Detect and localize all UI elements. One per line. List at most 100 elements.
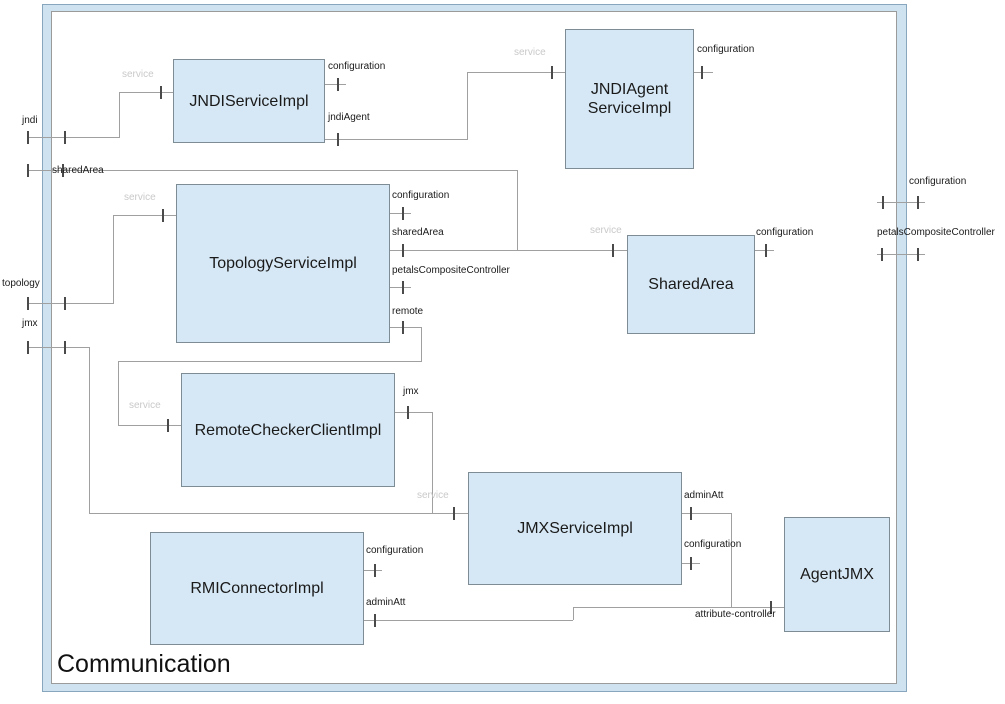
port-stub-configuration	[755, 250, 774, 251]
wire-adminatt	[731, 513, 732, 608]
component-label: AgentJMX	[800, 566, 874, 583]
port-tick	[374, 614, 376, 627]
external-port-label-jndi: jndi	[22, 115, 38, 126]
component-jndiserviceimpl[interactable]: JNDIServiceImpl	[173, 59, 325, 143]
wire-sharedarea	[390, 250, 627, 251]
port-tick	[770, 601, 772, 614]
wire-remote	[390, 327, 421, 328]
component-rmiconnectorimpl[interactable]: RMIConnectorImpl	[150, 532, 364, 645]
port-label-configuration: configuration	[366, 545, 424, 556]
external-port-label-configuration: configuration	[909, 176, 967, 187]
wire-jndi	[119, 92, 173, 93]
component-remotecheckerclientimpl[interactable]: RemoteCheckerClientImpl	[181, 373, 395, 487]
port-tick	[407, 406, 409, 419]
port-label-service: service	[124, 192, 156, 203]
component-agentjmx[interactable]: AgentJMX	[784, 517, 890, 632]
port-tick	[402, 207, 404, 220]
port-tick	[337, 133, 339, 146]
wire-topology	[27, 303, 113, 304]
external-port-label-topology: topology	[2, 278, 40, 289]
port-label-service: service	[122, 69, 154, 80]
port-tick	[612, 244, 614, 257]
port-tick	[64, 131, 66, 144]
wire-remote	[118, 361, 119, 426]
wire-sharedarea	[27, 170, 517, 171]
port-tick	[917, 248, 919, 261]
port-label-service: service	[514, 47, 546, 58]
component-label: RemoteCheckerClientImpl	[194, 421, 382, 439]
wire-jmx	[27, 347, 89, 348]
component-sharedarea[interactable]: SharedArea	[627, 235, 755, 334]
port-stub-petalscompositecontroller	[390, 287, 411, 288]
wire-jndi	[119, 92, 120, 138]
wire-adminatt	[682, 513, 731, 514]
port-label-configuration: configuration	[697, 44, 755, 55]
wire-topology	[113, 215, 176, 216]
component-label: JNDIServiceImpl	[189, 92, 309, 110]
port-label-service: service	[129, 400, 161, 411]
wire-rcc-jmx	[395, 412, 432, 413]
port-label-attribute-controller: attribute-controller	[695, 609, 776, 620]
port-tick	[27, 297, 29, 310]
port-tick	[62, 164, 64, 177]
port-label-configuration: configuration	[392, 190, 450, 201]
port-label-adminatt: adminAtt	[366, 597, 406, 608]
port-stub-configuration	[364, 570, 382, 571]
port-tick	[690, 507, 692, 520]
port-label-configuration: configuration	[328, 61, 386, 72]
port-label-service: service	[417, 490, 449, 501]
port-tick	[917, 196, 919, 209]
component-jndiagentserviceimpl[interactable]: JNDIAgent ServiceImpl	[565, 29, 694, 169]
wire-jndi	[27, 137, 119, 138]
component-topologyserviceimpl[interactable]: TopologyServiceImpl	[176, 184, 390, 343]
wire-rcc-jmx	[432, 412, 433, 514]
external-port-petalscompositecontroller	[877, 254, 925, 255]
port-stub-configuration	[325, 84, 346, 85]
component-label: RMIConnectorImpl	[190, 580, 324, 597]
port-tick	[765, 244, 767, 257]
component-label: JNDIAgent	[590, 81, 669, 98]
port-tick	[402, 321, 404, 334]
port-tick	[162, 209, 164, 222]
port-label-jmx: jmx	[403, 386, 419, 397]
port-tick	[64, 341, 66, 354]
component-label: ServiceImpl	[587, 100, 672, 117]
wire-jmx	[89, 347, 90, 514]
wire-jndiagent	[467, 72, 468, 140]
port-tick	[27, 341, 29, 354]
component-label: TopologyServiceImpl	[209, 255, 357, 272]
composite-title: Communication	[57, 650, 231, 678]
port-tick	[690, 557, 692, 570]
port-tick	[27, 164, 29, 177]
port-label-configuration: configuration	[756, 227, 814, 238]
port-tick	[882, 196, 884, 209]
port-label-remote: remote	[392, 306, 424, 317]
wire-rmi-adminatt	[573, 607, 784, 608]
port-tick	[551, 66, 553, 79]
port-tick	[160, 86, 162, 99]
port-label-configuration: configuration	[684, 539, 742, 550]
port-stub-configuration	[390, 213, 411, 214]
wire-jndiagent	[467, 72, 565, 73]
port-tick	[881, 248, 883, 261]
component-jmxserviceimpl[interactable]: JMXServiceImpl	[468, 472, 682, 585]
port-tick	[402, 281, 404, 294]
port-stub-configuration	[694, 72, 713, 73]
component-label: JMXServiceImpl	[517, 520, 633, 537]
wire-topology	[113, 215, 114, 304]
wire-rmi-adminatt	[573, 607, 574, 620]
port-label-petalscompositecontroller: petalsCompositeController	[392, 265, 510, 276]
wire-jndiagent	[325, 139, 467, 140]
wire-remote	[421, 327, 422, 362]
port-tick	[701, 66, 703, 79]
external-port-label-jmx: jmx	[22, 318, 38, 329]
wire-rmi-adminatt	[364, 620, 573, 621]
port-label-adminatt: adminAtt	[684, 490, 724, 501]
external-port-label-sharedarea: sharedArea	[52, 165, 104, 176]
port-tick	[27, 131, 29, 144]
port-label-sharedarea: sharedArea	[392, 227, 444, 238]
external-port-label-petalscompositecontroller: petalsCompositeController	[877, 227, 995, 238]
port-tick	[64, 297, 66, 310]
wire-remote	[118, 361, 422, 362]
